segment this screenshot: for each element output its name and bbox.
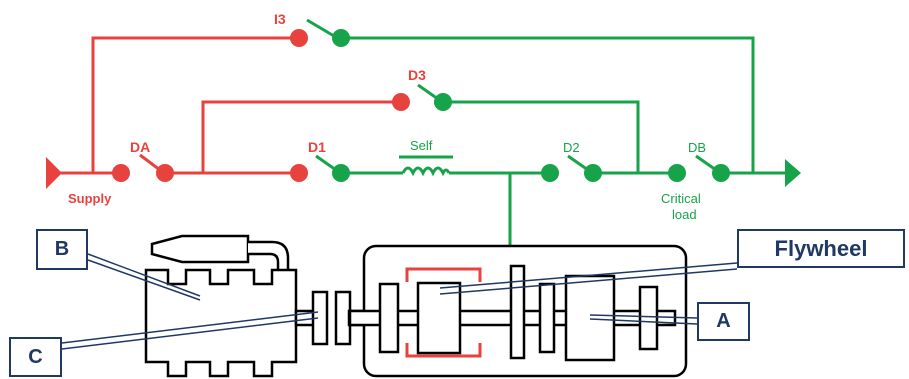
diesel-engine [144,234,373,378]
callout-b: B [36,229,88,270]
output-wiring [341,36,788,246]
callout-flywheel: Flywheel [737,229,905,268]
breaker-db [668,154,730,182]
supply-arrow [46,157,62,189]
supply-wiring [55,36,398,175]
label-d1: D1 [308,139,326,155]
flywheel-highlight [405,267,482,358]
breaker-d2 [541,154,602,182]
label-d2: D2 [563,140,580,155]
label-load: load [672,207,697,222]
label-self-inductor: Self [410,138,433,153]
callout-a: A [697,302,750,341]
callout-c: C [9,337,62,377]
label-supply: Supply [68,191,112,206]
label-i3: I3 [274,11,286,27]
critical-load-arrow [785,159,801,187]
label-d3: D3 [408,67,426,83]
callout-leaders [61,253,738,350]
breaker-i3 [290,18,350,47]
label-db: DB [688,140,706,155]
label-critical: Critical [661,191,701,206]
label-da: DA [130,139,150,155]
breaker-da [112,153,174,182]
breaker-d1 [290,154,350,182]
flywheel-generator-housing [348,244,688,378]
breaker-d3 [392,83,452,111]
